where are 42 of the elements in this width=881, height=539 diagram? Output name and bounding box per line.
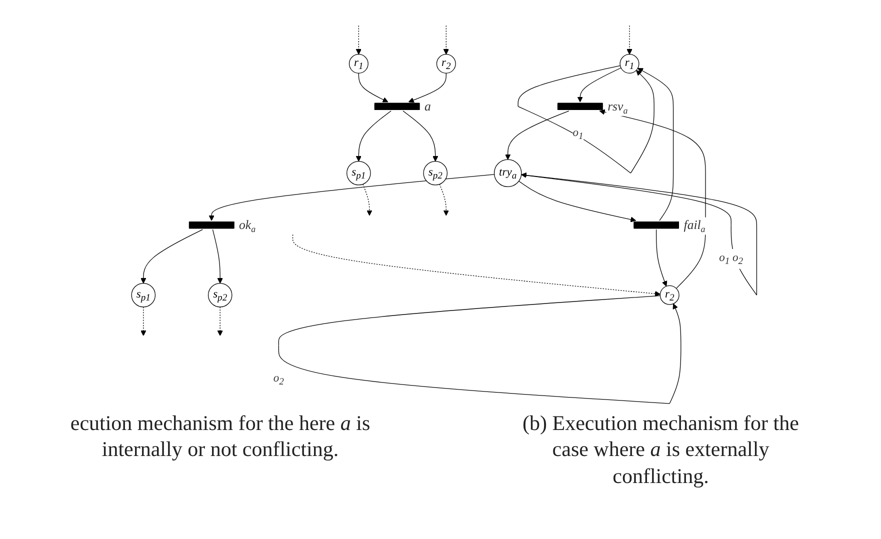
arrow	[358, 72, 388, 102]
figure-caption: (b) Execution mechanism for the case where a is externally conflicting.	[522, 410, 800, 489]
arrow	[140, 306, 146, 336]
edge-label: o$_{1}$	[572, 126, 584, 142]
edge-label: o$_{1}$ o$_{2}$	[719, 250, 744, 267]
arrow	[518, 180, 636, 222]
figure-caption: ecution mechanism for the here a is internally or not conflicting.	[70, 410, 370, 464]
node-circle: try$_{a}$	[494, 159, 522, 188]
arrow	[626, 25, 632, 55]
arrow	[656, 229, 668, 286]
arrow	[638, 68, 674, 221]
arrow	[356, 25, 362, 55]
node-circle: s$_{p2}$	[208, 282, 232, 308]
arrow	[212, 229, 223, 284]
node-circle: r$_{1}$	[348, 54, 368, 74]
arrow	[521, 172, 758, 296]
node-circle: s$_{p2}$	[423, 160, 448, 186]
arrow	[505, 110, 570, 160]
arrow	[292, 234, 660, 297]
node-circle: r$_{2}$	[436, 54, 456, 74]
arrow	[577, 68, 622, 102]
arrow	[443, 25, 449, 55]
arrow	[278, 295, 682, 404]
node-circle: r$_{1}$	[620, 54, 640, 74]
arrow	[208, 174, 495, 221]
transition-label: fail$_{a}$	[684, 218, 706, 234]
arrow	[362, 184, 372, 216]
node-circle: s$_{p1}$	[131, 282, 156, 308]
transition-label: a	[424, 99, 431, 114]
arrow	[408, 72, 446, 103]
edge-label: o$_{2}$	[273, 371, 284, 387]
arrow	[599, 109, 706, 289]
node-circle: r$_{2}$	[660, 285, 680, 305]
node-circle: s$_{p1}$	[346, 160, 371, 186]
transition-label: rsv$_{a}$	[608, 99, 628, 116]
arrow	[402, 110, 438, 162]
arrow	[356, 110, 392, 162]
arrow	[518, 65, 654, 174]
transition-label: ok$_{a}$	[239, 218, 256, 234]
arrow	[439, 184, 449, 216]
arrow	[140, 229, 203, 284]
arrow	[217, 306, 223, 336]
